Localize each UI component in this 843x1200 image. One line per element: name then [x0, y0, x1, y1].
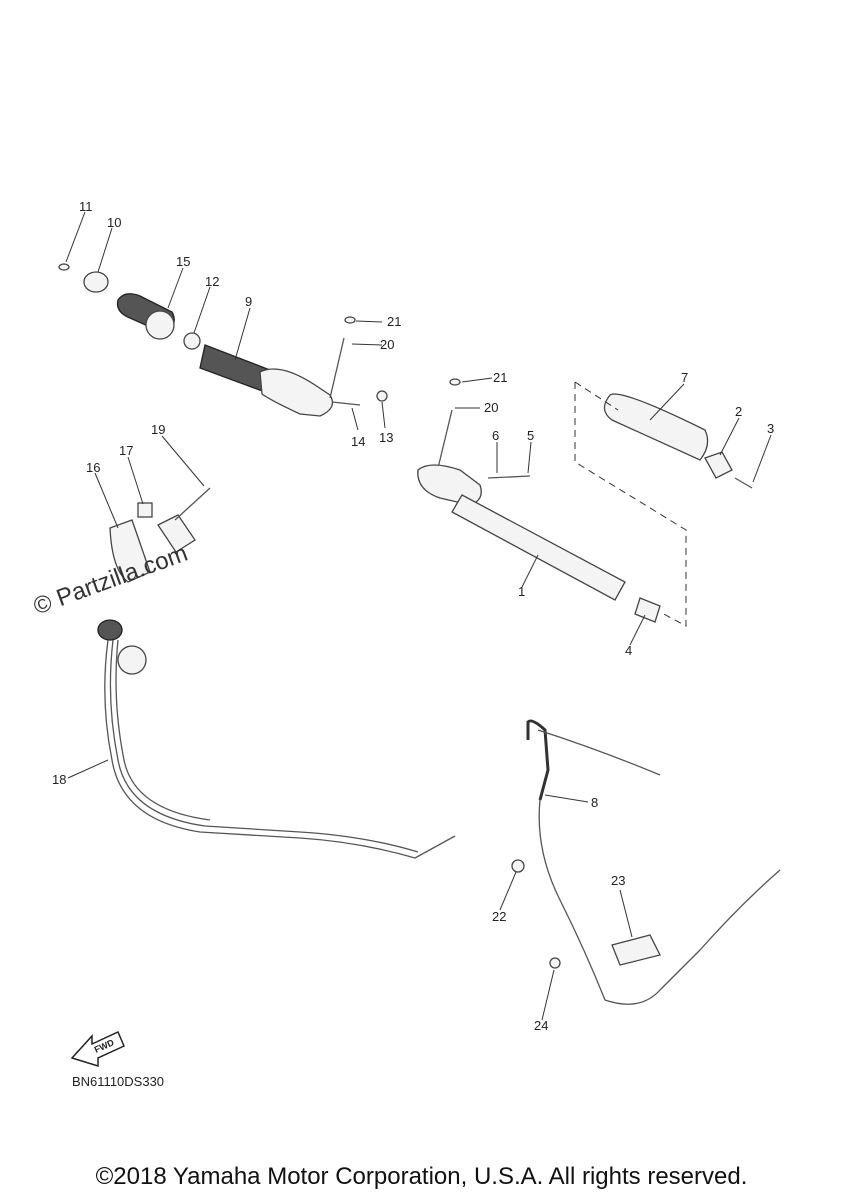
callout-8: 8 — [591, 795, 598, 810]
part-24-clamp — [549, 957, 561, 969]
part-11-end-screw — [58, 263, 70, 271]
harness-wire-c — [115, 639, 211, 821]
assembly-outline — [574, 381, 687, 627]
part-19-screw — [174, 487, 211, 521]
part-4-bar-end-weight — [634, 597, 661, 623]
part-1-clamp — [417, 464, 482, 506]
harness-switch — [117, 645, 147, 675]
switch-parts — [109, 487, 211, 583]
part-17-clip — [137, 502, 153, 518]
callout-22: 22 — [492, 909, 506, 924]
callout-13: 13 — [379, 430, 393, 445]
part-1-handlebar-tube — [451, 494, 626, 601]
right-handlebar-assembly — [417, 378, 753, 627]
part-15-grip-end — [145, 310, 175, 340]
part-12-collar — [183, 332, 201, 350]
callout-18: 18 — [52, 772, 66, 787]
callout-21: 21 — [387, 314, 401, 329]
diagram-code: BN61110DS330 — [72, 1074, 165, 1089]
part-23-connector — [611, 934, 661, 966]
callout-7: 7 — [681, 370, 688, 385]
parts-diagram: FWD 11 10 15 12 9 21 2 — [52, 199, 781, 1068]
harness-wire-b — [109, 639, 419, 853]
fwd-arrow-icon: FWD — [70, 1030, 125, 1068]
part-16-switch-housing — [109, 519, 151, 583]
harness-connector — [97, 619, 123, 641]
callout-2: 2 — [735, 404, 742, 419]
part-22-clamp — [511, 859, 525, 873]
part-20-bolt — [437, 409, 453, 469]
callout-14: 14 — [351, 434, 365, 449]
part-5-6-screws — [487, 475, 531, 479]
callout-10: 10 — [107, 215, 121, 230]
callout-16: 16 — [86, 460, 100, 475]
copyright-notice: ©2018 Yamaha Motor Corporation, U.S.A. A… — [95, 1163, 748, 1190]
part-7-grip — [603, 393, 709, 461]
callout-23: 23 — [611, 873, 625, 888]
part-18-wire-harness — [97, 619, 456, 859]
part-13-bolt — [376, 390, 388, 402]
callout-3: 3 — [767, 421, 774, 436]
part-8-cable — [511, 719, 781, 1005]
callout-20b: 20 — [484, 400, 498, 415]
callout-20: 20 — [380, 337, 394, 352]
callout-19: 19 — [151, 422, 165, 437]
part-9-handlebar-tube — [199, 344, 271, 393]
cable-8-lower — [538, 799, 781, 1005]
part-3-screw — [734, 477, 753, 489]
callout-11: 11 — [79, 199, 93, 214]
part-10-bar-end — [83, 271, 109, 293]
callout-1: 1 — [518, 584, 525, 599]
part-14-pin — [331, 401, 361, 406]
callout-9: 9 — [245, 294, 252, 309]
part-19-bracket — [157, 514, 196, 553]
part-9-clamp — [259, 368, 334, 417]
part-21-cap — [449, 378, 461, 386]
part-20-bolt — [329, 337, 345, 399]
cable-8-branch — [537, 729, 661, 776]
callout-labels: 11 10 15 12 9 21 20 14 13 21 20 6 5 7 2 … — [52, 199, 774, 1033]
callout-17: 17 — [119, 443, 133, 458]
leader-lines — [65, 211, 772, 1021]
callout-15: 15 — [176, 254, 190, 269]
callout-12: 12 — [205, 274, 219, 289]
callout-6: 6 — [492, 428, 499, 443]
harness-wire-a — [104, 639, 456, 859]
part-2-bar-end — [704, 451, 733, 479]
callout-5: 5 — [527, 428, 534, 443]
part-21-cap — [344, 316, 356, 324]
callout-4: 4 — [625, 643, 632, 658]
cable-8-upper — [526, 719, 550, 801]
left-handlebar-assembly — [58, 263, 388, 417]
callout-24: 24 — [534, 1018, 548, 1033]
callout-21b: 21 — [493, 370, 507, 385]
